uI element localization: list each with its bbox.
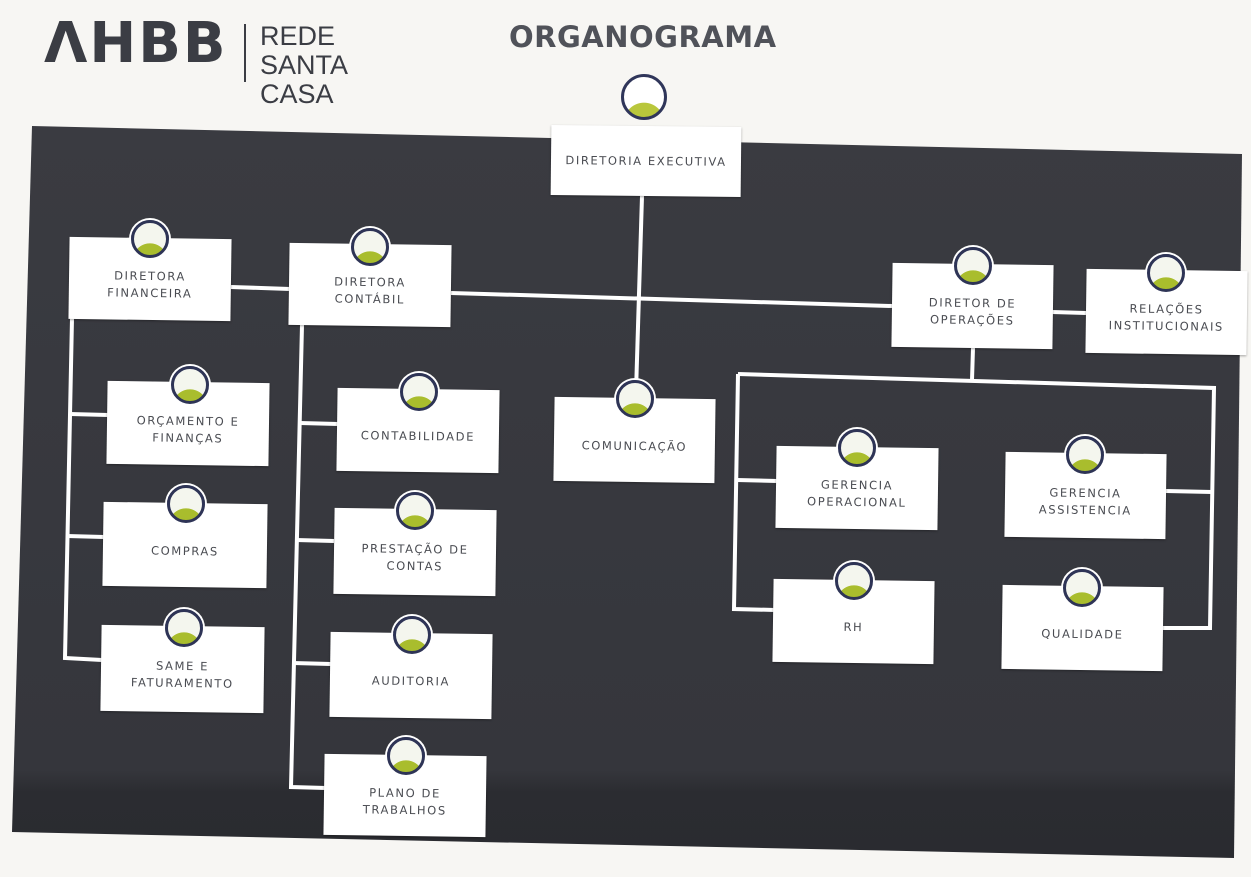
node-label: DIRETORA CONTÁBIL — [334, 274, 407, 307]
person-icon — [835, 562, 873, 600]
connector-contabil-branch — [288, 324, 327, 790]
person-icon — [400, 373, 438, 411]
logo-divider — [244, 24, 246, 82]
connector-to-compras — [66, 534, 105, 539]
logo-line-2: SANTA CASA — [260, 50, 347, 109]
connector-financeira-branch — [62, 317, 103, 662]
person-icon — [131, 220, 169, 258]
connector-to-orcamento — [69, 412, 109, 417]
person-icon — [167, 485, 205, 523]
header: ΛHBB REDE SANTA CASA ORGANOGRAMA — [0, 0, 1251, 125]
node-label: DIRETOR DE OPERAÇÕES — [928, 295, 1017, 328]
person-icon — [393, 616, 431, 654]
connector-financeira-contabil — [230, 285, 291, 291]
node-label: COMUNICAÇÃO — [581, 437, 688, 454]
connector-to-auditoria — [292, 661, 332, 666]
connector-operacoes-left — [731, 373, 776, 612]
page-title: ORGANOGRAMA — [509, 20, 777, 54]
node-label: AUDITORIA — [371, 673, 451, 689]
node-label: ORÇAMENTO E FINANÇAS — [136, 412, 240, 445]
person-icon — [171, 366, 209, 404]
person-icon — [396, 492, 434, 530]
person-icon — [1063, 569, 1101, 607]
connector-operacoes-frame — [737, 372, 1217, 630]
logo-mark: ΛHBB — [44, 11, 228, 76]
person-icon — [351, 228, 389, 266]
connector-to-prestacao — [295, 538, 335, 543]
node-label: DIRETORIA EXECUTIVA — [565, 152, 727, 169]
person-icon — [387, 737, 425, 775]
logo-line-1: REDE — [260, 21, 336, 51]
person-icon — [954, 247, 992, 285]
node-diretoria-executiva: DIRETORIA EXECUTIVA — [550, 125, 742, 197]
node-label: QUALIDADE — [1041, 625, 1124, 642]
connector-contabil-operacoes — [450, 291, 893, 308]
connector-to-contabilidade — [299, 421, 339, 426]
node-label: RELAÇÕES INSTITUCIONAIS — [1108, 301, 1224, 334]
connector-to-gerencia-assistencia — [1165, 489, 1213, 494]
connector-operacoes-relacoes — [1051, 310, 1087, 315]
top-avatar-icon — [621, 74, 667, 120]
connector-exec-trunk — [634, 195, 644, 393]
node-label: GERENCIA ASSISTENCIA — [1038, 484, 1132, 518]
connector-operacoes-down — [970, 347, 975, 381]
node-label: CONTABILIDADE — [360, 428, 476, 444]
logo-text: REDE SANTA CASA — [260, 22, 347, 109]
node-label: SAME E FATURAMENTO — [130, 658, 234, 691]
person-icon — [1066, 436, 1104, 474]
connector-to-gerencia-operacional — [736, 478, 778, 483]
node-label: GERENCIA OPERACIONAL — [807, 477, 907, 510]
node-label: PLANO DE TRABALHOS — [362, 785, 447, 818]
person-icon — [1147, 254, 1185, 292]
node-label: RH — [843, 619, 864, 635]
node-label: DIRETORA FINANCEIRA — [107, 268, 193, 301]
node-label: PRESTAÇÃO DE CONTAS — [361, 541, 469, 574]
person-icon — [838, 429, 876, 467]
person-icon — [616, 380, 654, 418]
node-label: COMPRAS — [150, 543, 219, 558]
person-icon — [165, 609, 203, 647]
